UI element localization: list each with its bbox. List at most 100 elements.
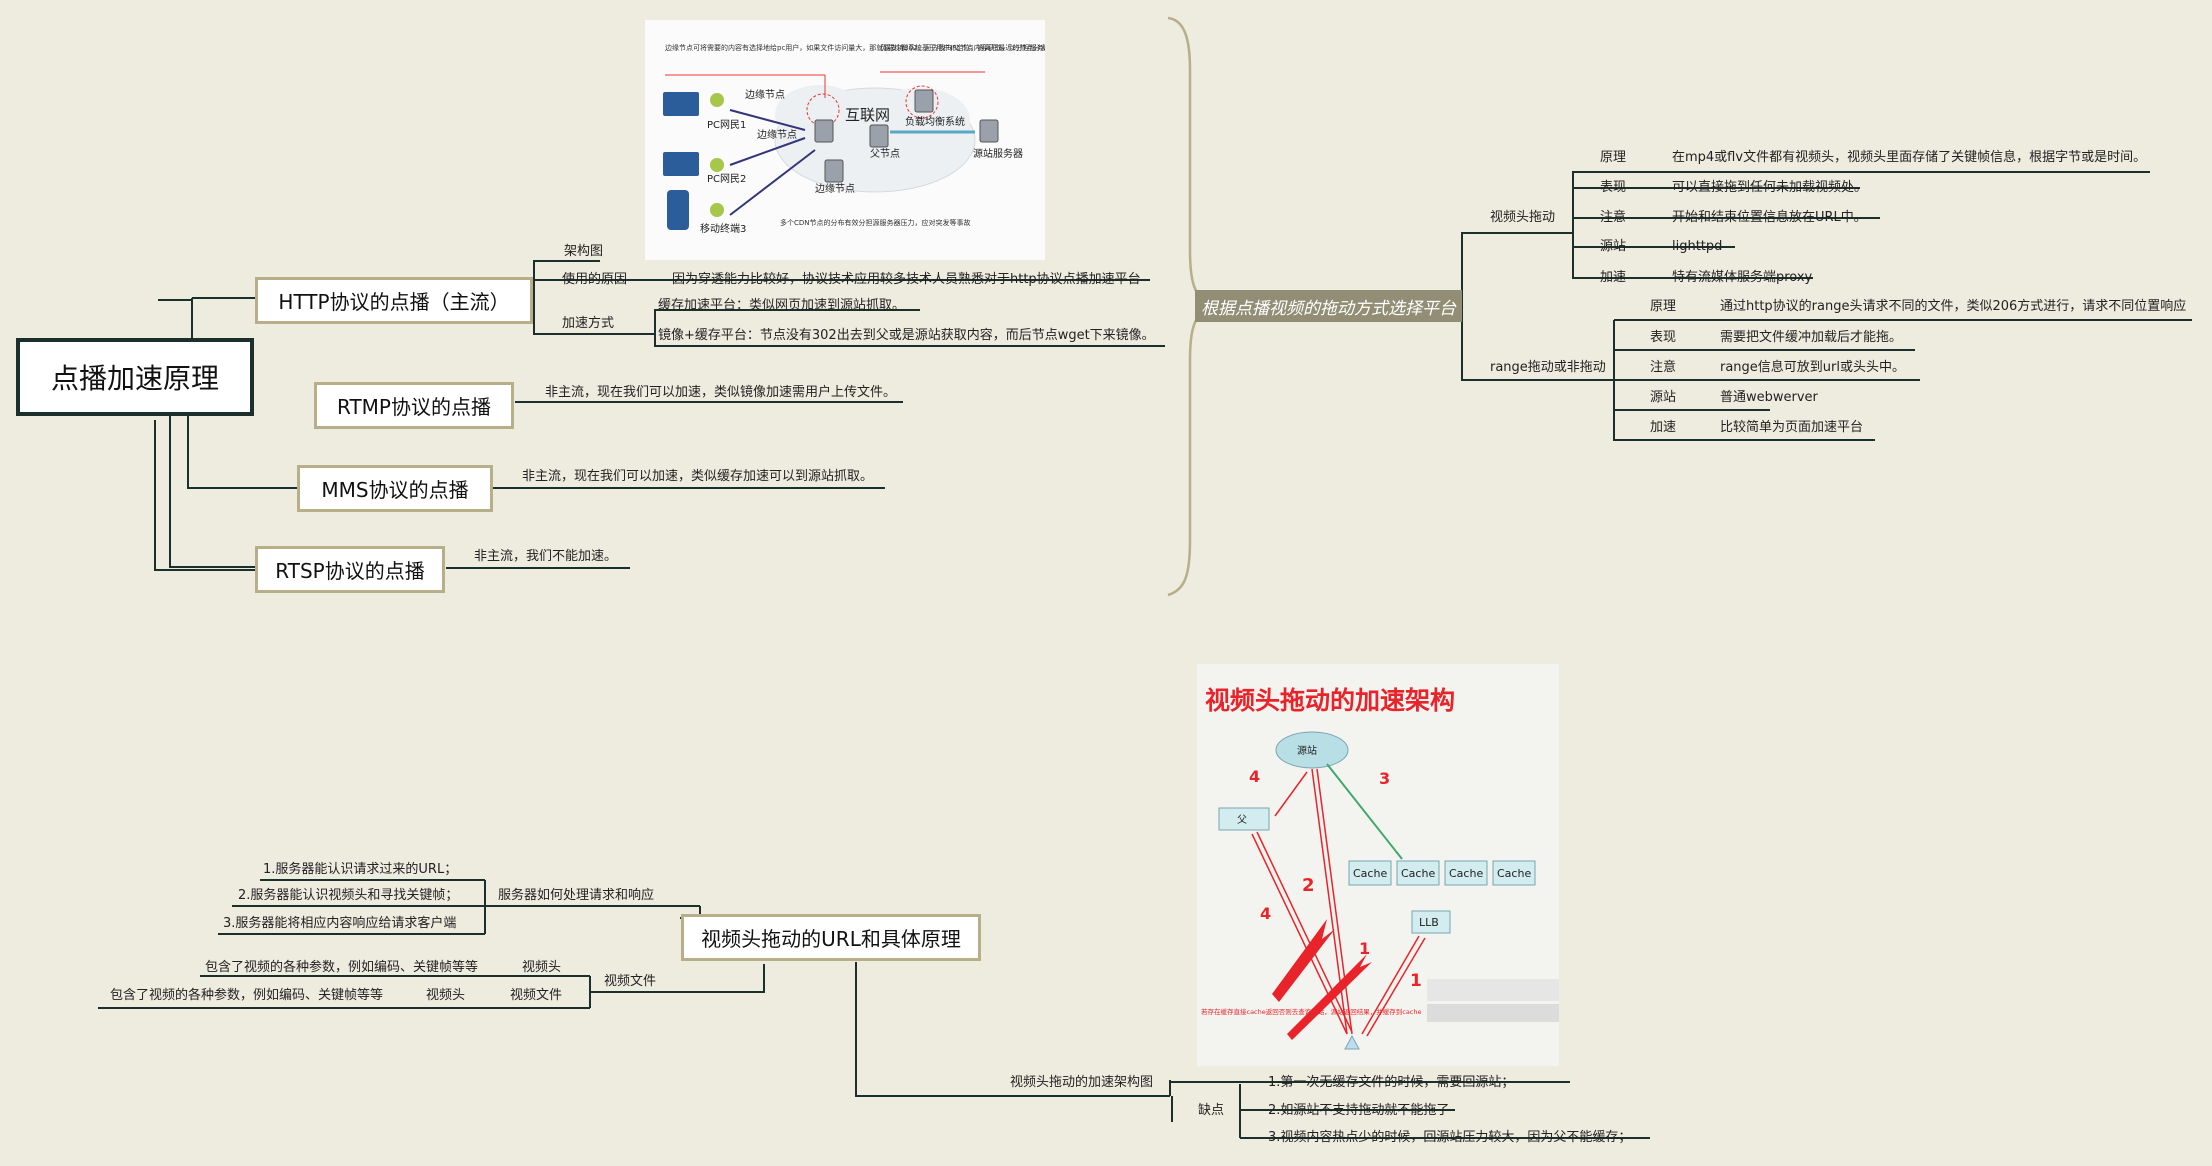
header-v-3: lighttpd bbox=[1672, 239, 1723, 254]
range-k-3: 源站 bbox=[1650, 390, 1677, 405]
cons-item-2: 3.视频内容热点少的时候，回源站压力较大，因为父不能缓存； bbox=[1268, 1130, 1632, 1145]
http-title: HTTP协议的点播（主流） bbox=[278, 290, 510, 314]
num-2: 2 bbox=[1302, 875, 1315, 896]
lb-label: 负载均衡系统 bbox=[905, 115, 965, 128]
rtsp-title: RTSP协议的点播 bbox=[275, 559, 425, 583]
parent-label: 父节点 bbox=[870, 148, 900, 160]
mms-title: MMS协议的点播 bbox=[321, 478, 469, 502]
server-item-1: 2.服务器能认识视频头和寻找关键帧； bbox=[238, 888, 459, 903]
range-k-0: 原理 bbox=[1650, 299, 1677, 314]
origin-text: 源站 bbox=[1297, 744, 1317, 757]
platform-title: 根据点播视频的拖动方式选择平台 bbox=[1201, 298, 1456, 319]
platform-node[interactable]: 根据点播视频的拖动方式选择平台 bbox=[1195, 290, 1462, 322]
llb-text: LLB bbox=[1419, 916, 1439, 929]
num-4b: 4 bbox=[1260, 904, 1271, 923]
cache-note: 若存在缓存直接cache返回否则去查询源站，源站返回结果，并缓存到cache bbox=[1201, 1007, 1422, 1016]
server-item-0: 1.服务器能认识请求过来的URL； bbox=[263, 862, 458, 877]
cache-text-3: Cache bbox=[1497, 867, 1531, 880]
http-method-2: 镜像+缓存平台：节点没有302出去到父或是源站获取内容，而后节点wget下来镜像… bbox=[658, 328, 1155, 343]
header-v-4: 特有流媒体服务端proxy bbox=[1672, 270, 1813, 285]
header-v-2: 开始和结束位置信息放在URL中。 bbox=[1672, 210, 1867, 225]
cache-node-3 bbox=[1492, 860, 1536, 886]
num-1b: 1 bbox=[1410, 971, 1422, 991]
cache-node-2 bbox=[1444, 860, 1488, 886]
origin-label: 源站服务器 bbox=[973, 147, 1023, 160]
range-v-0: 通过http协议的range头请求不同的文件，类似206方式进行，请求不同位置响… bbox=[1720, 299, 2187, 314]
cache-architecture-image: 视频头拖动的加速架构 源站 父 Cache Cache Cache Cache … bbox=[1197, 664, 1559, 1066]
server-label: 服务器如何处理请求和响应 bbox=[498, 888, 655, 903]
root-node[interactable]: 点播加速原理 bbox=[16, 338, 254, 416]
head-desc-2: 包含了视频的各种参数，例如编码、关键帧等等 bbox=[110, 988, 384, 1003]
head-desc-1: 包含了视频的各种参数，例如编码、关键帧等等 bbox=[205, 960, 479, 975]
file-label: 视频文件 bbox=[604, 974, 657, 989]
edge-label-1: 边缘节点 bbox=[745, 88, 785, 101]
header-v-1: 可以直接拖到任何未加载视频处。 bbox=[1672, 180, 1868, 195]
cons-item-1: 2.如源站不支持拖动就不能拖了 bbox=[1268, 1103, 1450, 1118]
net-note-2: 负载均衡系统基于用户IP定位，把离它最近的节点分发给用户最佳访问路径 bbox=[880, 43, 1045, 52]
cons-item-0: 1.第一次无缓存文件的时候，需要回源站； bbox=[1268, 1075, 1515, 1090]
cache-text-1: Cache bbox=[1401, 867, 1435, 880]
root-title: 点播加速原理 bbox=[50, 362, 219, 395]
parent-text: 父 bbox=[1237, 814, 1247, 826]
internet-label: 互联网 bbox=[845, 106, 890, 124]
http-method-1: 缓存加速平台：类似网页加速到源站抓取。 bbox=[658, 298, 906, 313]
edge-label-2: 边缘节点 bbox=[757, 128, 797, 141]
cache-text-0: Cache bbox=[1353, 867, 1387, 880]
rtmp-title: RTMP协议的点播 bbox=[337, 395, 491, 419]
num-4a: 4 bbox=[1249, 767, 1260, 786]
num-1a: 1 bbox=[1359, 939, 1370, 958]
cons-label: 缺点 bbox=[1198, 1103, 1225, 1118]
mobile-label: 移动终端3 bbox=[700, 222, 746, 235]
origin-node bbox=[1275, 731, 1349, 769]
cdn-architecture-image: 边缘节点可将需要的内容有选择地给pc用户，如果文件访问量大，那就要支持302，可… bbox=[645, 20, 1045, 260]
http-method-label: 加速方式 bbox=[562, 316, 615, 331]
rtsp-note: 非主流，我们不能加速。 bbox=[474, 549, 618, 564]
cache-node-1 bbox=[1396, 860, 1440, 886]
range-v-3: 普通webwerver bbox=[1720, 390, 1818, 405]
llb-node bbox=[1411, 910, 1451, 934]
cache-image-title: 视频头拖动的加速架构 bbox=[1205, 686, 1455, 715]
pc2-label: PC网民2 bbox=[707, 173, 746, 185]
url-topic-node[interactable]: 视频头拖动的URL和具体原理 bbox=[681, 914, 981, 961]
cache-text-2: Cache bbox=[1449, 867, 1483, 880]
num-3: 3 bbox=[1379, 769, 1390, 788]
server-item-2: 3.服务器能将相应内容响应给请求客户端 bbox=[223, 916, 457, 931]
mms-note: 非主流，现在我们可以加速，类似缓存加速可以到源站抓取。 bbox=[522, 469, 874, 484]
header-k-2: 注意 bbox=[1600, 210, 1627, 225]
mms-node[interactable]: MMS协议的点播 bbox=[297, 465, 493, 512]
net-note-3: 多个CDN节点的分布有效分担源服务器压力，应对突发等事故 bbox=[780, 218, 971, 227]
range-drag-label: range拖动或非拖动 bbox=[1490, 360, 1606, 375]
range-k-4: 加速 bbox=[1650, 420, 1677, 435]
range-v-1: 需要把文件缓冲加载后才能拖。 bbox=[1720, 330, 1903, 345]
range-v-2: range信息可放到url或头头中。 bbox=[1720, 360, 1905, 375]
header-k-1: 表现 bbox=[1600, 180, 1627, 195]
http-arch-label: 架构图 bbox=[564, 244, 604, 259]
head-label-2: 视频头 bbox=[426, 988, 466, 1003]
rtmp-note: 非主流，现在我们可以加速，类似镜像加速需用户上传文件。 bbox=[545, 385, 897, 400]
range-v-4: 比较简单为页面加速平台 bbox=[1720, 420, 1864, 435]
cache-node-0 bbox=[1348, 860, 1392, 886]
net-note-1: 边缘节点可将需要的内容有选择地给pc用户，如果文件访问量大，那就要支持302，可… bbox=[665, 43, 1045, 52]
pc1-label: PC网民1 bbox=[707, 119, 746, 131]
range-k-2: 注意 bbox=[1650, 360, 1677, 375]
client-marker bbox=[1344, 1034, 1360, 1050]
header-k-4: 加速 bbox=[1600, 270, 1627, 285]
rtmp-node[interactable]: RTMP协议的点播 bbox=[314, 382, 514, 429]
head-label-1: 视频头 bbox=[522, 960, 562, 975]
range-k-1: 表现 bbox=[1650, 330, 1677, 345]
rtsp-node[interactable]: RTSP协议的点播 bbox=[255, 546, 445, 593]
http-reason-label: 使用的原因 bbox=[562, 272, 628, 287]
parent-node bbox=[1218, 807, 1270, 831]
header-drag-label: 视频头拖动 bbox=[1490, 210, 1556, 225]
url-topic-title: 视频头拖动的URL和具体原理 bbox=[701, 927, 961, 951]
header-k-3: 源站 bbox=[1600, 239, 1627, 254]
http-reason-text: 因为穿透能力比较好，协议技术应用较多技术人员熟悉对于http协议点播加速平台 bbox=[672, 272, 1141, 287]
edge-label-3: 边缘节点 bbox=[815, 182, 855, 195]
http-node[interactable]: HTTP协议的点播（主流） bbox=[255, 277, 533, 324]
header-k-0: 原理 bbox=[1600, 150, 1627, 165]
arch-label: 视频头拖动的加速架构图 bbox=[1010, 1075, 1154, 1090]
file-label-2: 视频文件 bbox=[510, 988, 563, 1003]
header-v-0: 在mp4或flv文件都有视频头，视频头里面存储了关键帧信息，根据字节或是时间。 bbox=[1672, 150, 2147, 165]
